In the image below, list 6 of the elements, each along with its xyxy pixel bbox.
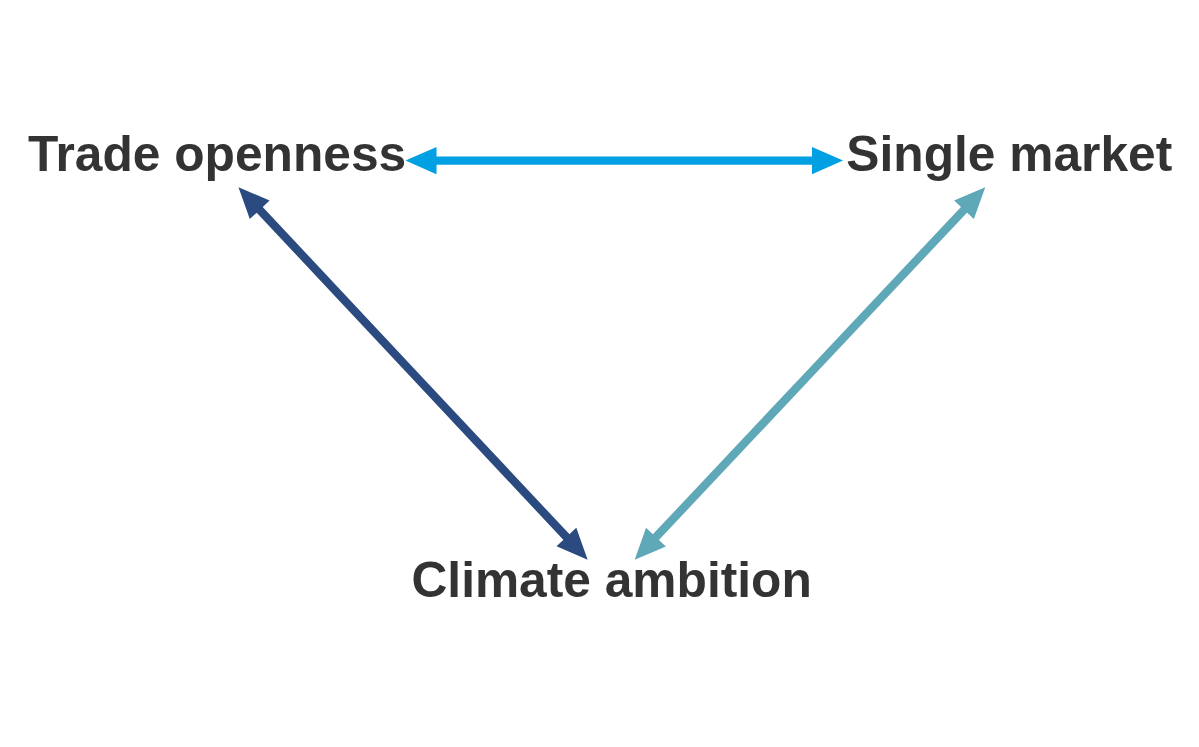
arrow	[405, 147, 844, 175]
node-text: Single market	[846, 126, 1173, 183]
node-text: Climate ambition	[411, 552, 812, 609]
node-text: Trade openness	[27, 126, 407, 183]
arrow	[238, 187, 588, 560]
arrow	[634, 187, 986, 560]
